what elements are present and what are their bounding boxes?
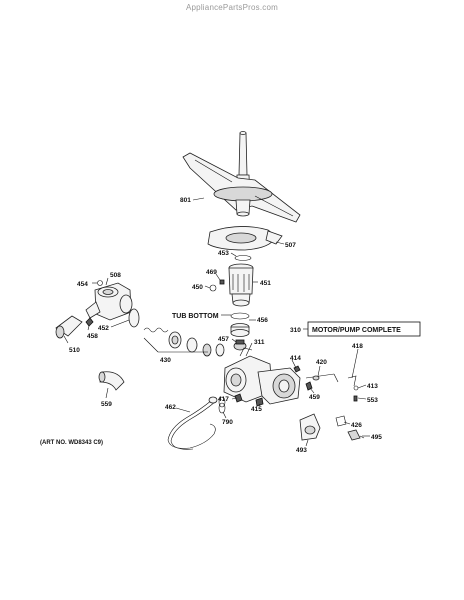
filter-housing-part	[228, 263, 254, 307]
part-label-510: 510	[69, 347, 80, 354]
part-label-493: 493	[296, 447, 307, 454]
screw-417-part	[234, 393, 243, 403]
seal-456-part	[230, 312, 250, 337]
ring-452-part	[128, 308, 140, 328]
part-label-453: 453	[218, 250, 229, 257]
part-label-553: 553	[367, 397, 378, 404]
leader-lines	[63, 197, 370, 447]
part-label-462: 462	[165, 404, 176, 411]
part-label-459: 459	[309, 394, 320, 401]
impeller-457-part	[233, 339, 247, 351]
part-label-456: 456	[257, 317, 268, 324]
motor-pump-complete-box	[307, 321, 421, 337]
part-label-418: 418	[352, 343, 363, 350]
clip-426-part	[335, 415, 347, 427]
part-label-426: 426	[351, 422, 362, 429]
o-ring-453-part	[234, 255, 252, 261]
part-label-311: 311	[254, 339, 265, 346]
part-label-414: 414	[290, 355, 301, 362]
part-label-507: 507	[285, 242, 296, 249]
drain-hose-462-part	[167, 396, 218, 450]
clips-418-part	[347, 375, 359, 402]
part-label-790: 790	[222, 419, 233, 426]
part-label-469: 469	[206, 269, 217, 276]
manifold-plate-part	[207, 226, 283, 251]
drain-housing-part	[85, 282, 133, 321]
part-label-801: 801	[180, 197, 191, 204]
bracket-493-part	[299, 413, 321, 441]
part-label-417: 417	[218, 396, 229, 403]
clamp-790-part	[218, 396, 226, 414]
part-label-415: 415	[251, 406, 262, 413]
rod-420-part	[305, 373, 339, 383]
art-number-label: (ART NO. WD8343 C9)	[40, 440, 103, 446]
clip-414-part	[293, 365, 301, 373]
hose-elbow-559-part	[98, 371, 125, 391]
plug-495-part	[347, 429, 365, 441]
part-label-450: 450	[192, 284, 203, 291]
part-label-452: 452	[98, 325, 109, 332]
screw-415-part	[255, 397, 264, 407]
part-label-451: 451	[260, 280, 271, 287]
tub-bottom-label: TUB BOTTOM	[172, 313, 219, 320]
motor-pump-complete-label: MOTOR/PUMP COMPLETE	[312, 327, 401, 334]
drain-connector-part	[55, 315, 83, 339]
part-label-495: 495	[371, 434, 382, 441]
spray-arm-part	[182, 131, 301, 223]
screw-459-part	[305, 381, 313, 391]
part-label-559: 559	[101, 401, 112, 408]
clip-469-part	[209, 279, 225, 292]
part-label-458: 458	[87, 333, 98, 340]
clip-458-part	[85, 317, 94, 327]
part-label-310: 310	[290, 327, 301, 334]
part-label-420: 420	[316, 359, 327, 366]
motor-pump-part	[223, 347, 301, 405]
part-label-413: 413	[367, 383, 378, 390]
part-label-508: 508	[110, 272, 121, 279]
part-label-430: 430	[160, 357, 171, 364]
watermark: AppliancePartsPros.com	[186, 3, 278, 12]
spring-430-part	[143, 327, 225, 357]
part-label-454: 454	[77, 281, 88, 288]
part-label-457: 457	[218, 336, 229, 343]
grommet-454-part	[97, 280, 103, 286]
